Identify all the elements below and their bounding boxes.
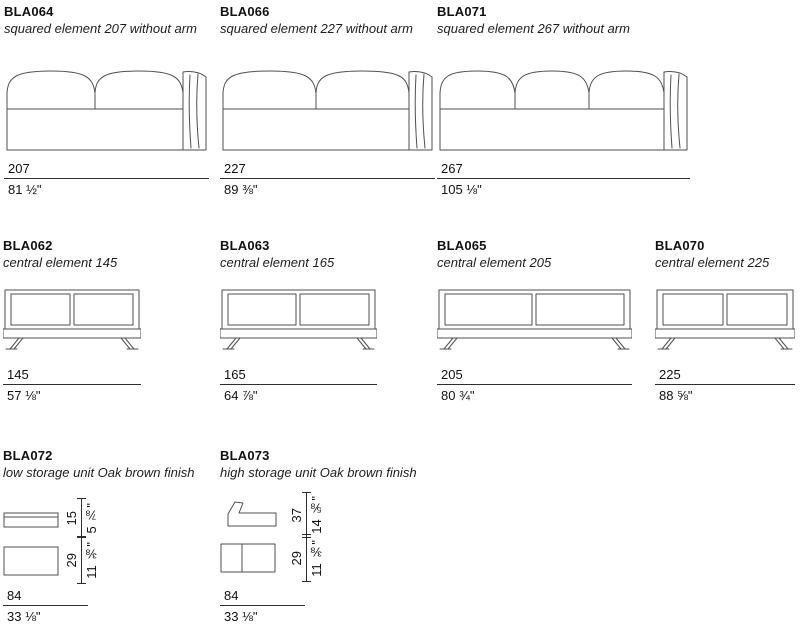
width-dimension: 145 57 ⅛"	[3, 367, 141, 403]
dimension-cm: 227	[224, 161, 246, 176]
product-spec-bla070: BLA070 central element 225 225 88 ⅝"	[655, 238, 799, 403]
width-dimension: 165 64 ⅞"	[220, 367, 377, 403]
product-code: BLA070	[655, 238, 705, 253]
dimension-line	[3, 384, 141, 385]
product-code: BLA062	[3, 238, 53, 253]
product-code: BLA063	[220, 238, 270, 253]
width-dimension: 225 88 ⅝"	[655, 367, 795, 403]
height-dimension: 29 11 ⅜"	[289, 534, 324, 582]
storage-body-drawing	[3, 546, 59, 576]
product-code: BLA072	[3, 448, 53, 463]
dimension-line	[220, 605, 305, 606]
product-description: low storage unit Oak brown finish	[3, 465, 195, 480]
sofa-front-view-drawing	[220, 289, 377, 350]
product-spec-bla066: BLA066 squared element 227 without arm 2…	[220, 4, 440, 197]
product-description: squared element 207 without arm	[4, 21, 197, 36]
dimension-cm: 205	[441, 367, 463, 382]
product-spec-bla062: BLA062 central element 145 145 57 ⅛"	[3, 238, 145, 403]
dimension-cm: 207	[8, 161, 30, 176]
dimension-cm: 84	[224, 588, 239, 603]
sofa-front-view-drawing	[655, 289, 795, 350]
dimension-inches: 89 ⅜"	[224, 182, 258, 197]
height-dimension: 29 11 ⅜"	[64, 536, 99, 584]
product-spec-bla071: BLA071 squared element 267 without arm 2…	[437, 4, 695, 197]
dimension-cm: 165	[224, 367, 246, 382]
storage-top-panel-drawing	[3, 512, 59, 528]
product-description: high storage unit Oak brown finish	[220, 465, 417, 480]
product-code: BLA066	[220, 4, 270, 19]
dimension-line	[655, 384, 795, 385]
dimension-line	[77, 536, 86, 584]
product-code: BLA065	[437, 238, 487, 253]
dimension-cm: 84	[7, 588, 22, 603]
dimension-inches: 80 ¾"	[441, 388, 475, 403]
dimension-cm: 15	[64, 510, 79, 526]
product-description: central element 165	[220, 255, 335, 270]
sofa-top-view-drawing	[222, 70, 433, 151]
product-spec-bla064: BLA064 squared element 207 without arm 2…	[4, 4, 216, 197]
dimension-line	[4, 178, 209, 179]
dimension-inches: 88 ⅝"	[659, 388, 693, 403]
width-dimension: 205 80 ¾"	[437, 367, 632, 403]
dimension-inches: 14 ⅝"	[309, 496, 324, 534]
product-spec-bla073: BLA073 high storage unit Oak brown finis…	[220, 448, 430, 624]
dimension-line	[77, 498, 86, 538]
dimension-cm: 145	[7, 367, 29, 382]
dimension-line	[302, 492, 311, 538]
product-description: central element 145	[3, 255, 118, 270]
product-spec-bla063: BLA063 central element 165 165 64 ⅞"	[220, 238, 380, 403]
dimension-inches: 11 ⅜"	[309, 539, 324, 577]
dimension-line	[3, 605, 88, 606]
dimension-inches: 64 ⅞"	[224, 388, 258, 403]
dimension-inches: 81 ½"	[8, 182, 42, 197]
product-code: BLA073	[220, 448, 270, 463]
dimension-inches: 105 ⅛"	[441, 182, 482, 197]
product-code: BLA064	[4, 4, 54, 19]
dimension-inches: 33 ⅛"	[7, 609, 41, 624]
dimension-cm: 29	[289, 550, 304, 566]
dimension-cm: 225	[659, 367, 681, 382]
dimension-inches: 33 ⅛"	[224, 609, 258, 624]
sofa-top-view-drawing	[439, 70, 688, 151]
product-description: central element 225	[655, 255, 770, 270]
dimension-cm: 267	[441, 161, 463, 176]
dimension-line	[437, 178, 690, 179]
width-dimension: 267 105 ⅛"	[437, 161, 690, 197]
width-dimension: 84 33 ⅛"	[3, 588, 88, 624]
dimension-line	[302, 534, 311, 582]
dimension-line	[220, 384, 377, 385]
dimension-cm: 29	[64, 552, 79, 568]
dimension-line	[437, 384, 632, 385]
dimension-inches: 57 ⅛"	[7, 388, 41, 403]
sofa-front-view-drawing	[3, 289, 141, 350]
product-spec-bla065: BLA065 central element 205 205 80 ¾"	[437, 238, 635, 403]
width-dimension: 227 89 ⅜"	[220, 161, 435, 197]
dimension-inches: 11 ⅜"	[84, 541, 99, 579]
height-dimension: 15 5 ⅞"	[64, 498, 99, 538]
dimension-inches: 5 ⅞"	[84, 502, 99, 534]
sofa-top-view-drawing	[6, 70, 207, 151]
product-description: squared element 227 without arm	[220, 21, 413, 36]
product-description: squared element 267 without arm	[437, 21, 630, 36]
height-dimension: 37 14 ⅝"	[289, 492, 324, 538]
sofa-front-view-drawing	[437, 289, 632, 350]
product-code: BLA071	[437, 4, 487, 19]
width-dimension: 84 33 ⅛"	[220, 588, 305, 624]
storage-profile-drawing	[227, 501, 277, 527]
product-spec-bla072: BLA072 low storage unit Oak brown finish…	[3, 448, 203, 624]
dimension-cm: 37	[289, 507, 304, 523]
storage-body-drawing	[220, 543, 276, 573]
dimension-line	[220, 178, 435, 179]
product-description: central element 205	[437, 255, 552, 270]
width-dimension: 207 81 ½"	[4, 161, 209, 197]
